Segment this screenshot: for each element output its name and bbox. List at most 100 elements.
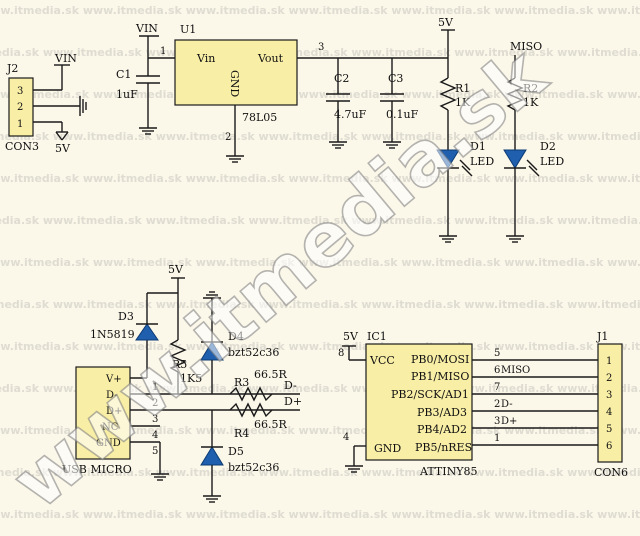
svg-text:GND: GND: [96, 438, 121, 449]
svg-text:1: 1: [606, 356, 612, 367]
svg-text:R4: R4: [234, 427, 249, 440]
svg-text:VCC: VCC: [369, 354, 395, 367]
usb-name: USB MICRO: [62, 463, 132, 476]
svg-text:7: 7: [494, 382, 500, 393]
svg-text:IC1: IC1: [367, 330, 387, 343]
c1-value: 1uF: [116, 88, 138, 101]
svg-text:5: 5: [494, 348, 500, 359]
svg-text:3: 3: [606, 390, 612, 401]
svg-text:bzt52c36: bzt52c36: [228, 346, 279, 359]
svg-text:D4: D4: [228, 330, 244, 343]
svg-text:MISO: MISO: [501, 365, 530, 376]
c1-ref: C1: [116, 68, 131, 81]
u1-ref: U1: [180, 23, 196, 36]
svg-text:1: 1: [152, 382, 158, 393]
j2-connector: J2 CON3 3 2 1 VIN 5V: [5, 52, 87, 155]
svg-text:PB2/SCK/AD1: PB2/SCK/AD1: [391, 388, 469, 401]
svg-text:R2: R2: [523, 82, 538, 95]
ic1-section: IC1 5V 8 4 VCC GND ATTINY85 PB0/MOSI PB1…: [338, 330, 598, 478]
svg-text:4: 4: [343, 432, 349, 443]
svg-text:5V: 5V: [438, 16, 454, 29]
svg-text:PB4/AD2: PB4/AD2: [417, 423, 467, 436]
svg-text:C2: C2: [334, 72, 349, 85]
svg-text:GND: GND: [374, 442, 401, 455]
svg-text:6: 6: [494, 365, 500, 376]
svg-text:2: 2: [494, 399, 500, 410]
svg-text:1: 1: [17, 119, 23, 130]
svg-text:3: 3: [17, 86, 23, 97]
svg-text:2: 2: [225, 132, 231, 143]
svg-text:8: 8: [338, 348, 344, 359]
svg-text:www.itmedia.sk www.itmedia.sk: www.itmedia.sk www.itmedia.sk www.itmedi…: [0, 382, 640, 395]
svg-text:J1: J1: [596, 330, 608, 343]
j1-connector: J1 CON6 1 2 3 4 5 6: [594, 330, 628, 479]
svg-text:www.itmedia.sk www.itmedia.sk: www.itmedia.sk www.itmedia.sk www.itmedi…: [0, 88, 640, 101]
svg-text:NC: NC: [102, 422, 119, 433]
svg-text:D-: D-: [106, 390, 118, 401]
svg-text:V+: V+: [105, 374, 122, 385]
svg-text:D5: D5: [228, 445, 244, 458]
svg-text:MISO: MISO: [510, 40, 542, 53]
svg-text:2: 2: [152, 398, 158, 409]
svg-text:D2: D2: [540, 140, 556, 153]
svg-text:R3: R3: [234, 376, 249, 389]
svg-text:3: 3: [152, 414, 158, 425]
svg-text:5V: 5V: [343, 330, 359, 343]
svg-text:D-: D-: [284, 379, 297, 392]
svg-text:www.itmedia.sk www.itmedia.sk: www.itmedia.sk www.itmedia.sk www.itmedi…: [0, 130, 640, 143]
svg-text:4.7uF: 4.7uF: [334, 108, 367, 121]
svg-text:0.1uF: 0.1uF: [386, 108, 419, 121]
j2-label: J2: [6, 62, 18, 75]
svg-text:4: 4: [606, 407, 612, 418]
svg-text:bzt52c36: bzt52c36: [228, 461, 279, 474]
svg-text:D+: D+: [284, 395, 302, 408]
svg-text:1: 1: [160, 46, 166, 57]
watermark-rows: www.itmedia.sk www.itmedia.sk www.itmedi…: [0, 4, 640, 521]
svg-text:Vout: Vout: [257, 52, 284, 65]
svg-text:www.itmedia.sk www.itmedia.sk: www.itmedia.sk www.itmedia.sk www.itmedi…: [0, 4, 640, 17]
svg-text:C3: C3: [388, 72, 403, 85]
svg-text:PB0/MOSI: PB0/MOSI: [411, 353, 469, 366]
svg-text:www.itmedia.sk www.itmedia.sk: www.itmedia.sk www.itmedia.sk www.itmedi…: [0, 256, 640, 269]
svg-text:GND: GND: [228, 70, 241, 97]
svg-text:www.itmedia.sk www.itmedia.sk: www.itmedia.sk www.itmedia.sk www.itmedi…: [0, 508, 640, 521]
svg-text:1: 1: [494, 433, 500, 444]
svg-text:R1: R1: [455, 82, 470, 95]
svg-text:D1: D1: [470, 140, 486, 153]
svg-text:CON6: CON6: [594, 466, 628, 479]
svg-text:D+: D+: [106, 406, 122, 417]
svg-text:ATTINY85: ATTINY85: [419, 465, 477, 478]
svg-text:www.itmedia.sk www.itmedia.sk: www.itmedia.sk www.itmedia.sk www.itmedi…: [0, 172, 640, 185]
svg-text:5V: 5V: [55, 142, 71, 155]
regulator-section: VIN 1 C1 1uF U1 Vin Vout GND 78L05 2 3 C…: [116, 22, 448, 163]
svg-text:www.itmedia.sk www.itmedia.sk: www.itmedia.sk www.itmedia.sk www.itmedi…: [0, 340, 640, 353]
svg-text:1N5819: 1N5819: [90, 328, 135, 341]
svg-text:5: 5: [606, 424, 612, 435]
svg-text:5V: 5V: [168, 263, 184, 276]
usb-section: V+ D- D+ NC GND USB MICRO 1 2 3 4 5 5V D…: [62, 263, 302, 503]
svg-text:D3: D3: [118, 310, 134, 323]
svg-text:Vin: Vin: [196, 52, 215, 65]
svg-text:5: 5: [152, 446, 158, 457]
svg-text:3: 3: [494, 416, 500, 427]
svg-text:www.itmedia.sk www.itmedia.sk: www.itmedia.sk www.itmedia.sk www.itmedi…: [0, 424, 640, 437]
svg-text:LED: LED: [540, 155, 564, 168]
svg-text:2: 2: [606, 373, 612, 384]
svg-text:PB5/nRES: PB5/nRES: [415, 441, 472, 454]
svg-text:www.itmedia.sk www.itmedia.sk: www.itmedia.sk www.itmedia.sk www.itmedi…: [0, 46, 640, 59]
svg-text:3: 3: [318, 42, 324, 53]
svg-text:1K: 1K: [455, 96, 471, 109]
vin-label: VIN: [135, 22, 158, 35]
svg-text:66.5R: 66.5R: [254, 368, 287, 381]
svg-text:6: 6: [606, 441, 612, 452]
svg-text:D+: D+: [501, 416, 517, 427]
svg-text:www.itmedia.sk www.itmedia.sk: www.itmedia.sk www.itmedia.sk www.itmedi…: [0, 298, 640, 311]
svg-text:VIN: VIN: [54, 52, 77, 65]
svg-text:www.itmedia.sk www.itmedia.sk: www.itmedia.sk www.itmedia.sk www.itmedi…: [0, 214, 640, 227]
svg-text:2: 2: [17, 102, 23, 113]
svg-text:PB3/AD3: PB3/AD3: [417, 406, 467, 419]
svg-text:4: 4: [152, 430, 158, 441]
j2-type: CON3: [5, 140, 39, 153]
